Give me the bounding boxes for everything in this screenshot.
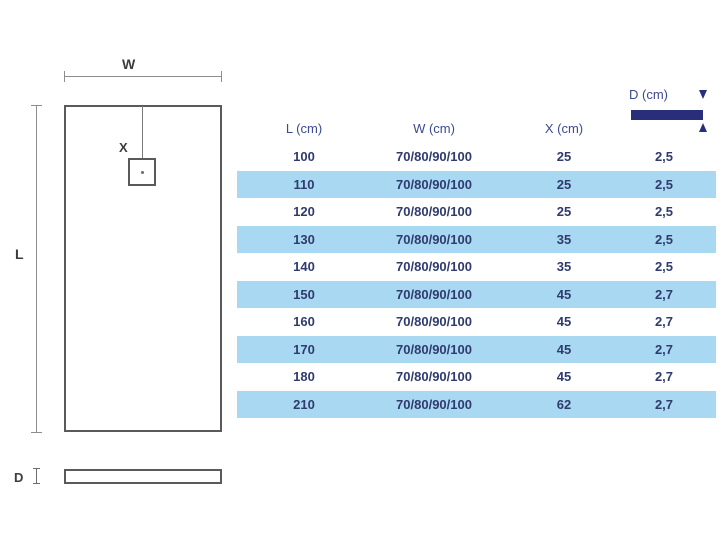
cell-width: 70/80/90/100 bbox=[396, 149, 472, 164]
table-row: 170 70/80/90/100 45 2,7 bbox=[237, 335, 716, 363]
length-dimension-tick-top bbox=[31, 105, 42, 106]
cell-drain-offset: 45 bbox=[556, 341, 572, 357]
cell-width: 70/80/90/100 bbox=[396, 396, 472, 412]
cell-length: 100 bbox=[293, 149, 315, 164]
depth-legend-label: D (cm) bbox=[629, 87, 668, 102]
depth-dimension-marker bbox=[33, 468, 40, 484]
length-dimension-tick-bottom bbox=[31, 432, 42, 433]
cell-length: 130 bbox=[293, 231, 315, 247]
drain-center-dot bbox=[141, 171, 144, 174]
cell-width: 70/80/90/100 bbox=[396, 369, 472, 384]
cell-length: 180 bbox=[293, 369, 315, 384]
cell-width: 70/80/90/100 bbox=[396, 231, 472, 247]
cell-depth: 2,5 bbox=[654, 231, 674, 247]
table-row: 210 70/80/90/100 62 2,7 bbox=[237, 390, 716, 418]
table-row: 120 70/80/90/100 25 2,5 bbox=[237, 198, 716, 226]
cell-width: 70/80/90/100 bbox=[396, 314, 472, 329]
column-header-drain: X (cm) bbox=[544, 121, 584, 136]
column-header-length: L (cm) bbox=[285, 121, 323, 136]
table-row: 160 70/80/90/100 45 2,7 bbox=[237, 308, 716, 336]
cell-length: 150 bbox=[293, 286, 315, 302]
cell-length: 110 bbox=[293, 176, 315, 192]
cell-length: 120 bbox=[293, 204, 315, 219]
depth-label: D bbox=[14, 470, 24, 485]
length-label: L bbox=[15, 246, 24, 262]
cell-length: 140 bbox=[293, 259, 315, 274]
cell-drain-offset: 62 bbox=[556, 396, 572, 412]
length-dimension-line bbox=[36, 105, 37, 432]
cell-depth: 2,5 bbox=[654, 204, 674, 219]
cell-length: 210 bbox=[293, 396, 315, 412]
table-header-row: L (cm) W (cm) X (cm) bbox=[237, 115, 716, 145]
cell-width: 70/80/90/100 bbox=[396, 259, 472, 274]
cell-drain-offset: 45 bbox=[556, 369, 572, 384]
cell-width: 70/80/90/100 bbox=[396, 204, 472, 219]
shower-tray-outline bbox=[64, 105, 222, 432]
cell-depth: 2,7 bbox=[654, 369, 674, 384]
cell-drain-offset: 45 bbox=[556, 314, 572, 329]
depth-legend: D (cm) bbox=[629, 85, 716, 135]
cell-drain-offset: 25 bbox=[556, 204, 572, 219]
cell-width: 70/80/90/100 bbox=[396, 176, 472, 192]
cell-depth: 2,5 bbox=[654, 176, 674, 192]
cell-drain-offset: 45 bbox=[556, 286, 572, 302]
table-row: 110 70/80/90/100 25 2,5 bbox=[237, 170, 716, 198]
table-row: 130 70/80/90/100 35 2,5 bbox=[237, 225, 716, 253]
width-dimension-tick-left bbox=[64, 71, 65, 82]
cell-drain-offset: 35 bbox=[556, 259, 572, 274]
drain-offset-label: X bbox=[119, 140, 128, 155]
cell-drain-offset: 25 bbox=[556, 149, 572, 164]
cell-length: 160 bbox=[293, 314, 315, 329]
table-row: 150 70/80/90/100 45 2,7 bbox=[237, 280, 716, 308]
cell-depth: 2,5 bbox=[654, 259, 674, 274]
arrow-down-icon bbox=[699, 90, 707, 99]
technical-drawing: W L X D bbox=[0, 0, 240, 540]
cell-drain-offset: 35 bbox=[556, 231, 572, 247]
table-row: 140 70/80/90/100 35 2,5 bbox=[237, 253, 716, 281]
cell-length: 170 bbox=[293, 341, 315, 357]
cell-depth: 2,7 bbox=[654, 286, 674, 302]
tray-side-profile bbox=[64, 469, 222, 484]
drain-center-line bbox=[142, 106, 143, 174]
cell-drain-offset: 25 bbox=[556, 176, 572, 192]
table-row: 180 70/80/90/100 45 2,7 bbox=[237, 363, 716, 391]
table-row: 100 70/80/90/100 25 2,5 bbox=[237, 143, 716, 171]
width-dimension-tick-right bbox=[221, 71, 222, 82]
cell-depth: 2,7 bbox=[654, 396, 674, 412]
cell-depth: 2,5 bbox=[654, 149, 674, 164]
width-label: W bbox=[122, 56, 136, 72]
cell-depth: 2,7 bbox=[654, 341, 674, 357]
cell-width: 70/80/90/100 bbox=[396, 341, 472, 357]
column-header-width: W (cm) bbox=[413, 121, 455, 136]
cell-depth: 2,7 bbox=[654, 314, 674, 329]
cell-width: 70/80/90/100 bbox=[396, 286, 472, 302]
depth-legend-bar bbox=[631, 110, 703, 120]
arrow-up-icon bbox=[699, 123, 707, 132]
width-dimension-line bbox=[64, 76, 222, 77]
table-body: 100 70/80/90/100 25 2,5 110 70/80/90/100 25 2,5… bbox=[237, 143, 716, 418]
